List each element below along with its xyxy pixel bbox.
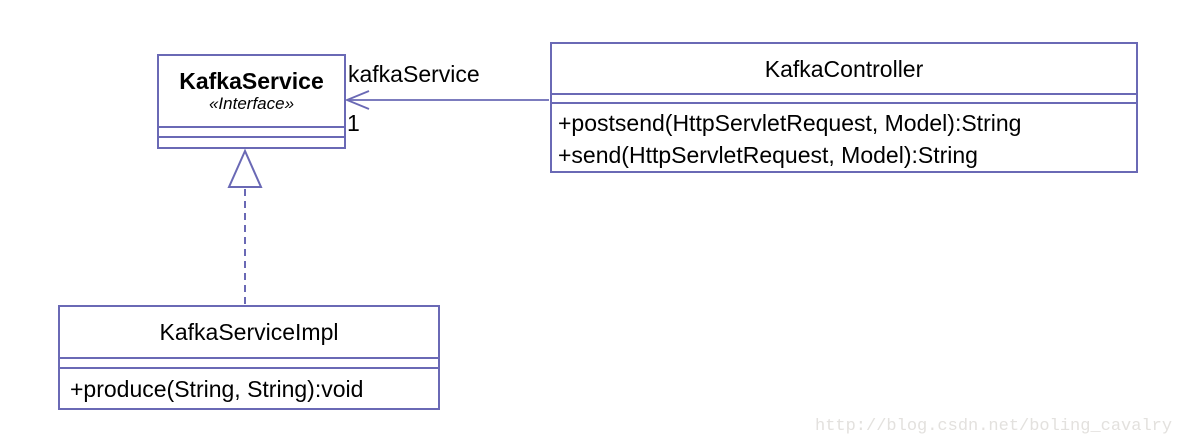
class-kafka-service-impl: KafkaServiceImpl +produce(String, String…	[58, 305, 440, 410]
association-multiplicity: 1	[347, 110, 360, 136]
realization-hollow-triangle	[227, 148, 263, 188]
association-role-label: kafkaService	[348, 61, 480, 87]
attributes-compartment-empty	[60, 357, 438, 367]
method-postsend: +postsend(HttpServletRequest, Model):Str…	[558, 110, 1022, 136]
association-open-arrowhead	[344, 90, 370, 110]
method-produce: +produce(String, String):void	[70, 375, 364, 402]
class-name: KafkaController	[764, 55, 924, 82]
attributes-compartment-empty	[159, 126, 344, 136]
class-kafka-service-impl-title: KafkaServiceImpl	[60, 307, 438, 357]
attributes-compartment-empty	[552, 93, 1136, 102]
method-send: +send(HttpServletRequest, Model):String	[558, 142, 978, 168]
watermark-text: http://blog.csdn.net/boling_cavalry	[815, 417, 1173, 436]
class-stereotype: «Interface»	[208, 94, 295, 113]
class-kafka-controller-title: KafkaController	[552, 44, 1136, 93]
class-name: KafkaServiceImpl	[159, 319, 339, 345]
class-name: KafkaService	[179, 68, 324, 94]
operations-compartment-empty	[159, 136, 344, 146]
operations-compartment: +postsend(HttpServletRequest, Model):Str…	[552, 102, 1136, 171]
operations-compartment: +produce(String, String):void	[60, 367, 438, 408]
class-kafka-service-title: KafkaService «Interface»	[159, 56, 344, 126]
class-kafka-service: KafkaService «Interface»	[157, 54, 346, 149]
class-kafka-controller: KafkaController +postsend(HttpServletReq…	[550, 42, 1138, 173]
